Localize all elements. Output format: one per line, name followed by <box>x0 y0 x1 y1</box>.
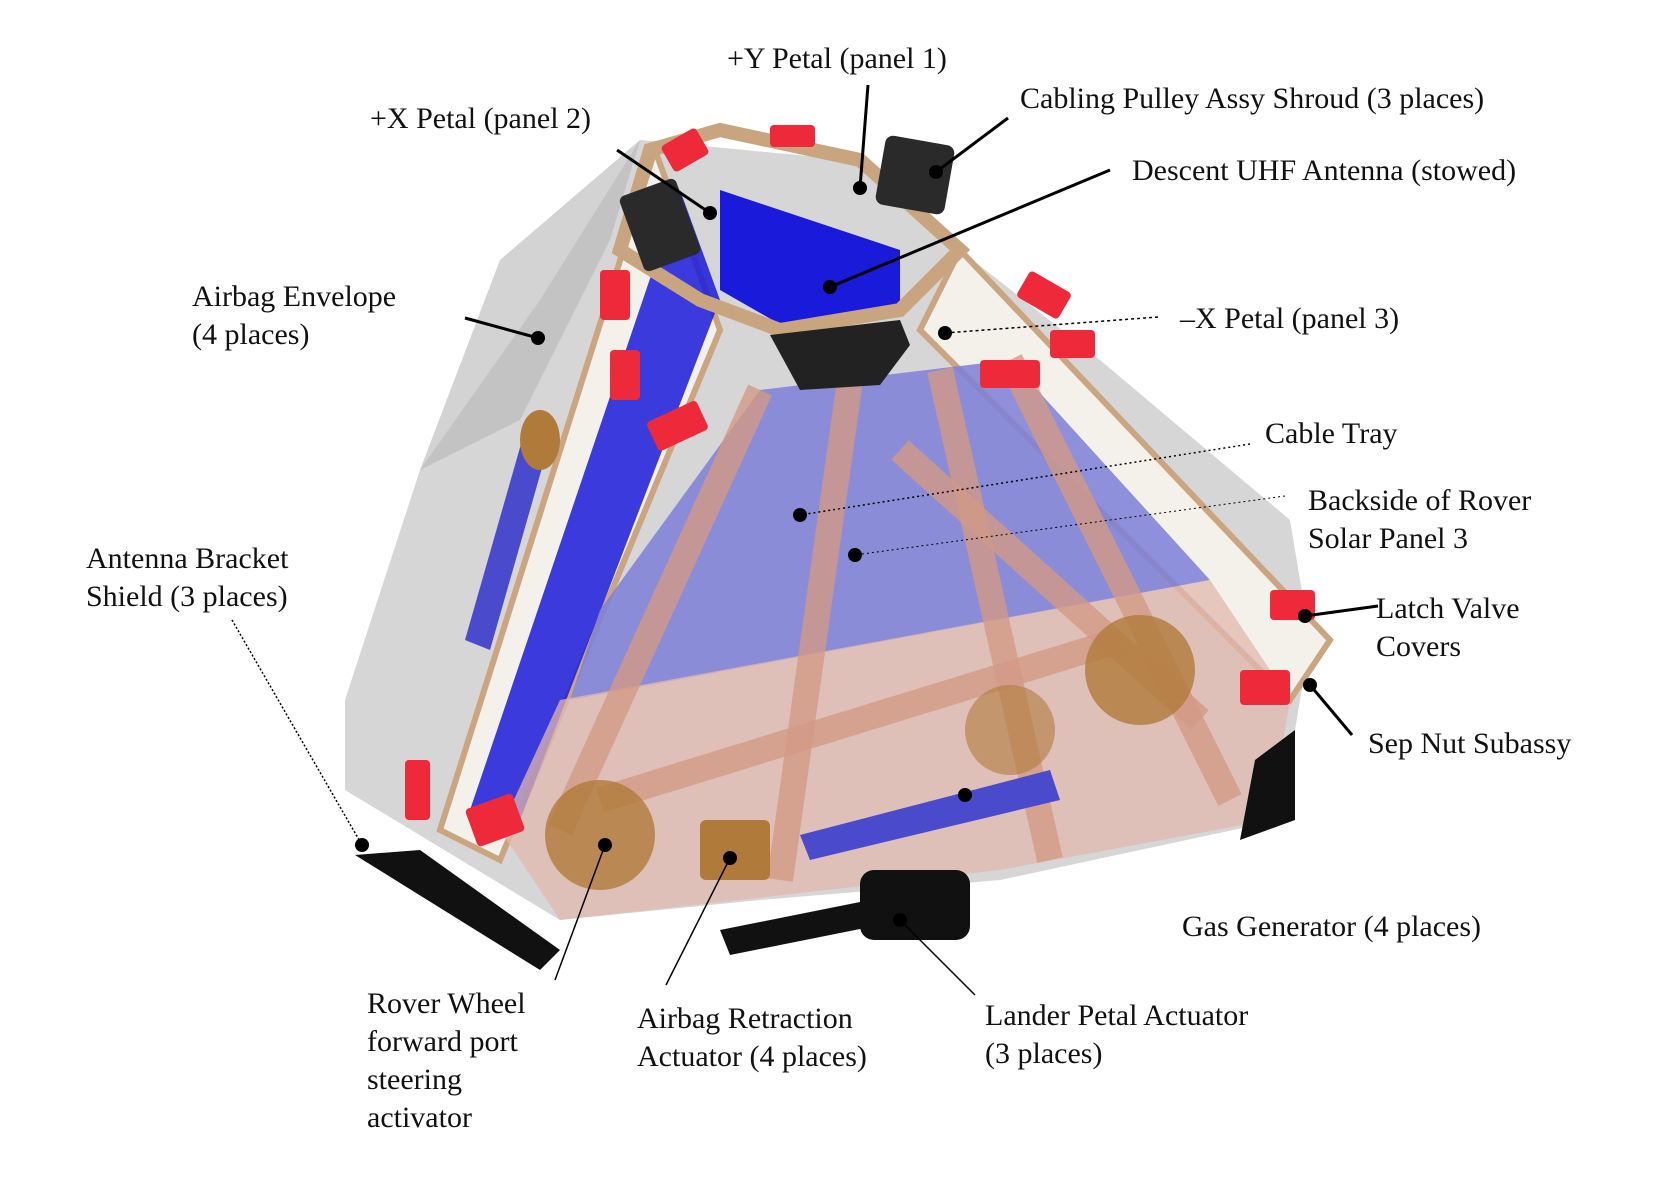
label-backside-solar: Backside of Rover Solar Panel 3 <box>1308 482 1531 558</box>
airbag-envelope-left <box>420 140 640 470</box>
antenna-bracket-shield-right <box>1240 730 1295 840</box>
red-covers <box>405 125 1315 847</box>
label-y-petal: +Y Petal (panel 1) <box>727 40 947 78</box>
label-line: Actuator (4 places) <box>637 1040 867 1073</box>
plus-x-petal-panel <box>470 190 720 820</box>
plus-y-petal-panel <box>720 190 900 330</box>
label-line: Rover Wheel <box>367 987 526 1020</box>
label-line: Sep Nut Subassy <box>1368 727 1572 760</box>
label-line: forward port <box>367 1025 518 1058</box>
label-line: steering <box>367 1063 462 1096</box>
label-line: (4 places) <box>192 318 310 351</box>
label-descent-uhf: Descent UHF Antenna (stowed) <box>1132 152 1516 190</box>
cabling-pulley-shroud <box>875 135 955 215</box>
gas-generator-bottom <box>800 770 1060 860</box>
label-line: Descent UHF Antenna (stowed) <box>1132 154 1517 187</box>
label-rover-wheel: Rover Wheel forward port steering activa… <box>367 985 526 1137</box>
lander-petal-actuator <box>720 900 880 955</box>
truss-members <box>548 354 1242 882</box>
leader-lines <box>231 84 1379 996</box>
label-line: Gas Generator (4 places) <box>1182 910 1482 943</box>
label-gas-generator: Gas Generator (4 places) <box>1182 908 1481 946</box>
label-line: +Y Petal (panel 1) <box>727 42 947 75</box>
label-neg-x-petal: –X Petal (panel 3) <box>1180 300 1399 338</box>
label-airbag-envelope: Airbag Envelope (4 places) <box>192 278 396 354</box>
label-line: –X Petal (panel 3) <box>1180 302 1400 335</box>
label-line: Antenna Bracket <box>86 542 289 575</box>
label-line: Covers <box>1376 630 1461 663</box>
rover-wheel-mid <box>965 685 1055 775</box>
label-line: Shield (3 places) <box>86 580 288 613</box>
uhf-antenna-bracket <box>770 320 910 390</box>
label-antenna-bracket: Antenna Bracket Shield (3 places) <box>86 540 288 616</box>
label-line: Lander Petal Actuator <box>985 999 1249 1032</box>
label-line: Solar Panel 3 <box>1308 522 1468 555</box>
rover-wheel-right <box>1085 615 1195 725</box>
label-line: Latch Valve <box>1376 592 1520 625</box>
airbag-retraction-actuator <box>700 820 770 880</box>
label-x-petal: +X Petal (panel 2) <box>370 100 591 138</box>
label-line: +X Petal (panel 2) <box>370 102 592 135</box>
leader-dots <box>355 165 1317 927</box>
label-line: Backside of Rover <box>1308 484 1532 517</box>
label-line: activator <box>367 1101 472 1134</box>
label-line: Airbag Retraction <box>637 1002 853 1035</box>
gas-generator-left-nozzle <box>520 410 560 470</box>
label-lander-petal: Lander Petal Actuator (3 places) <box>985 997 1248 1073</box>
label-line: Cable Tray <box>1265 417 1398 450</box>
lander-petal-actuator-body <box>860 870 970 940</box>
label-line: Airbag Envelope <box>192 280 397 313</box>
label-sep-nut: Sep Nut Subassy <box>1368 725 1571 763</box>
gas-generator-left <box>465 430 550 650</box>
label-line: Cabling Pulley Assy Shroud (3 places) <box>1020 82 1485 115</box>
label-latch-valve: Latch Valve Covers <box>1376 590 1520 666</box>
pulley-shroud-left <box>619 178 701 272</box>
label-cabling-pulley: Cabling Pulley Assy Shroud (3 places) <box>1020 80 1484 118</box>
antenna-bracket-shield <box>355 850 560 970</box>
label-cable-tray: Cable Tray <box>1265 415 1398 453</box>
rover-wheel-left <box>545 780 655 890</box>
label-line: (3 places) <box>985 1037 1103 1070</box>
label-airbag-retraction: Airbag Retraction Actuator (4 places) <box>637 1000 867 1076</box>
